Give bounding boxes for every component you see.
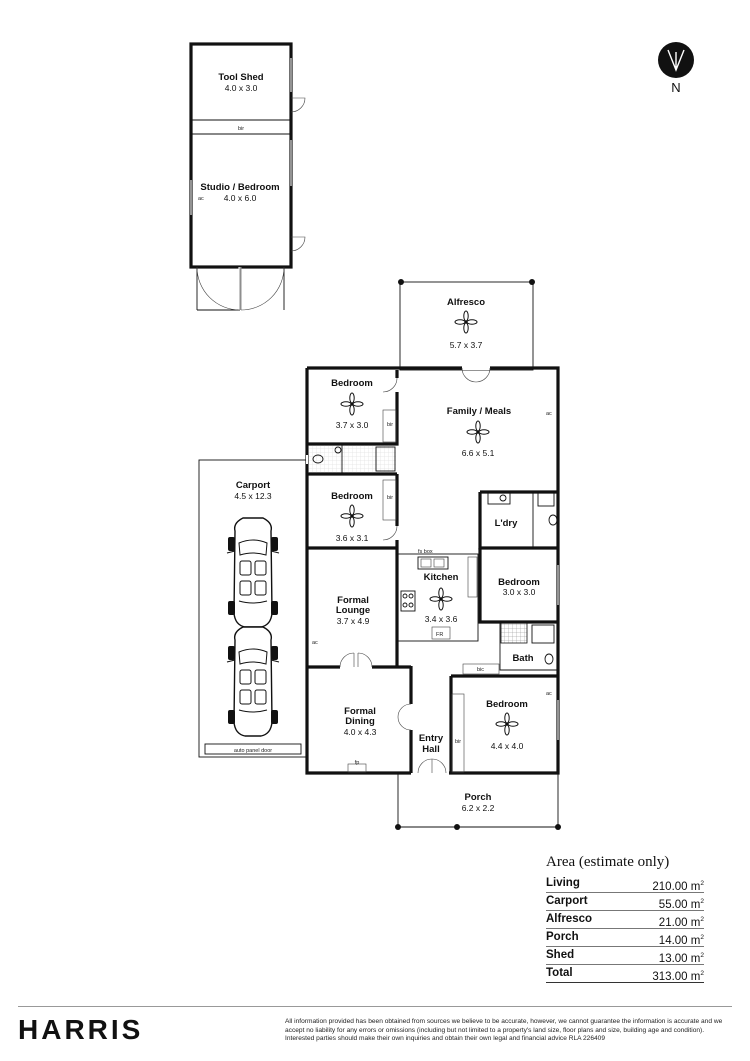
kitchen-dims: 3.4 x 3.6 [425, 614, 458, 624]
studio-dims: 4.0 x 6.0 [224, 193, 257, 203]
entry-hall-name-2: Hall [422, 744, 439, 755]
area-row-total: Total 313.00 m2 [546, 965, 704, 983]
kitchen-fan-icon [429, 587, 453, 611]
bedroom-4-name: Bedroom [486, 699, 528, 710]
area-value: 13.00 m2 [658, 952, 704, 965]
bic-label: bic [477, 667, 484, 673]
tool-shed-dims: 4.0 x 3.0 [225, 83, 258, 93]
bedroom-2-bir-label: bir [387, 495, 393, 501]
auto-panel-door-label: auto panel door [234, 748, 272, 754]
area-title: Area (estimate only) [546, 854, 670, 870]
bedroom-4-bir-label: bir [455, 739, 461, 745]
bedroom-1-dims: 3.7 x 3.0 [336, 420, 369, 430]
family-ac-label: ac [546, 411, 552, 417]
alfresco-dims: 5.7 x 3.7 [450, 340, 483, 350]
carport: auto panel door Carport 4.5 x 12.3 [198, 459, 308, 758]
porch-dims: 6.2 x 2.2 [462, 803, 495, 813]
area-value: 21.00 m2 [658, 916, 704, 929]
area-value: 313.00 m2 [652, 970, 704, 983]
fireplace-label: fp [355, 760, 360, 766]
area-label: Carport [546, 895, 588, 907]
alfresco: Alfresco 5.7 x 3.7 [398, 279, 535, 371]
alfresco-name: Alfresco [447, 297, 485, 308]
studio-name: Studio / Bedroom [200, 182, 279, 193]
area-label: Total [546, 967, 573, 979]
bedroom-1-name: Bedroom [331, 378, 373, 389]
entry-hall-name-1: Entry [419, 733, 444, 744]
formal-lounge-name-1: Formal [337, 595, 369, 606]
bath-name: Bath [512, 653, 533, 664]
area-value: 14.00 m2 [658, 934, 704, 947]
formal-dining-name-2: Dining [345, 716, 375, 727]
family-meals-dims: 6.6 x 5.1 [462, 448, 495, 458]
disclaimer-text: All information provided has been obtain… [285, 1018, 723, 1043]
bedroom-1-bir-label: bir [387, 422, 393, 428]
kitchen-name: Kitchen [424, 572, 459, 583]
area-row-shed: Shed 13.00 m2 [546, 947, 704, 965]
north-arrow-icon [667, 49, 685, 72]
formal-dining-dims: 4.0 x 4.3 [344, 727, 377, 737]
bedroom-2-name: Bedroom [331, 491, 373, 502]
car-icon-1 [226, 517, 280, 628]
area-row-living: Living 210.00 m2 [546, 875, 704, 893]
bedroom-3-name: Bedroom [498, 577, 540, 588]
area-row-porch: Porch 14.00 m2 [546, 929, 704, 947]
area-label: Alfresco [546, 913, 593, 925]
north-arrow: N [658, 42, 694, 95]
bedroom-2-dims: 3.6 x 3.1 [336, 533, 369, 543]
laundry-name: L'dry [495, 518, 519, 529]
formal-lounge-name-2: Lounge [336, 605, 370, 616]
bedroom-4-ac-label: ac [546, 691, 552, 697]
bedroom-3-dims: 3.0 x 3.0 [503, 587, 536, 597]
carport-dims: 4.5 x 12.3 [234, 491, 272, 501]
area-value: 55.00 m2 [658, 898, 704, 911]
studio-bir-label: bir [238, 126, 244, 132]
brand-logo: HARRIS [18, 1014, 144, 1045]
carport-name: Carport [236, 480, 271, 491]
room-labels: Bedroom 3.7 x 3.0 bir Family / Meals 6.6… [312, 378, 552, 766]
lounge-ac-label: ac [312, 640, 318, 646]
formal-lounge-dims: 3.7 x 4.9 [337, 616, 370, 626]
bedroom-4-dims: 4.4 x 4.0 [491, 741, 524, 751]
car-icon-2 [226, 626, 280, 737]
area-label: Shed [546, 949, 575, 961]
area-value: 210.00 m2 [652, 880, 704, 893]
formal-dining-name-1: Formal [344, 706, 376, 717]
tool-shed-name: Tool Shed [218, 72, 263, 83]
fridge-label: FR [436, 632, 443, 638]
alfresco-fan-icon [454, 310, 478, 334]
fs-box-label: fs box [418, 549, 433, 555]
studio-ac-label: ac [198, 196, 204, 202]
bedroom-2-fan-icon [340, 504, 364, 528]
north-label: N [671, 80, 680, 95]
area-label: Living [546, 877, 580, 889]
area-row-alfresco: Alfresco 21.00 m2 [546, 911, 704, 929]
area-label: Porch [546, 931, 579, 943]
porch: Porch 6.2 x 2.2 [395, 773, 561, 830]
family-meals-name: Family / Meals [447, 406, 511, 417]
family-meals-fan-icon [466, 420, 490, 444]
area-table: Area (estimate only) Living 210.00 m2 Ca… [546, 854, 704, 983]
bedroom-4-fan-icon [495, 712, 519, 736]
outbuilding: Tool Shed 4.0 x 3.0 bir Studio / Bedroom… [189, 42, 306, 311]
porch-name: Porch [465, 792, 492, 803]
bedroom-1-fan-icon [340, 392, 364, 416]
house-walls [305, 366, 560, 775]
area-row-carport: Carport 55.00 m2 [546, 893, 704, 911]
footer-divider [18, 1006, 732, 1007]
